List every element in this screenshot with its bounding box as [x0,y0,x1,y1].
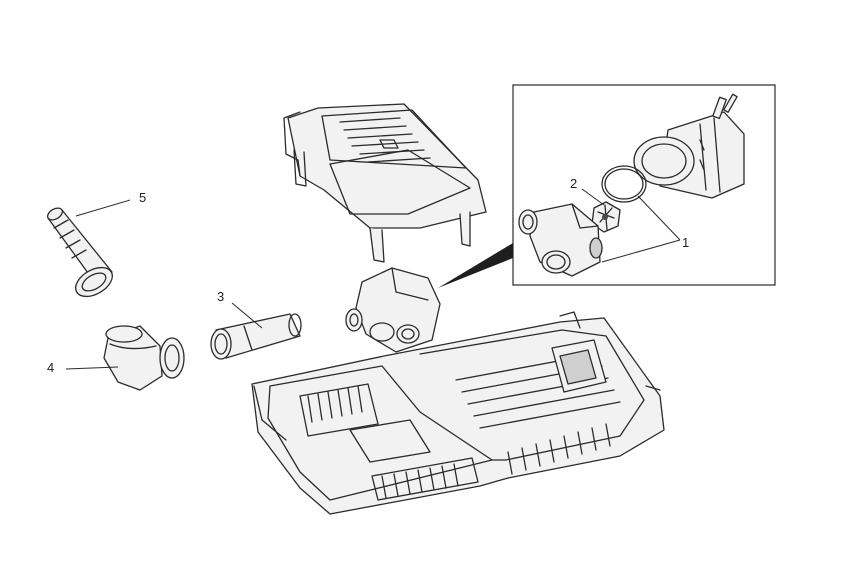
callout-3: 3 [217,289,225,304]
adapter-pipe [210,313,302,360]
elbow-fitting [103,325,185,391]
o-ring [601,165,647,203]
callout-2: 2 [570,176,578,191]
motor-unit [633,93,745,199]
callout-5: 5 [139,190,147,205]
hose-tail [46,207,113,298]
pump-head [345,267,441,353]
filter-lid [283,103,487,263]
leader-lines-inset [581,188,681,263]
pump-housing-detail [518,203,603,277]
callout-4: 4 [47,360,55,375]
leader-lines-main [65,199,263,370]
callout-1: 1 [682,235,690,250]
filter-base-housing [251,311,665,515]
